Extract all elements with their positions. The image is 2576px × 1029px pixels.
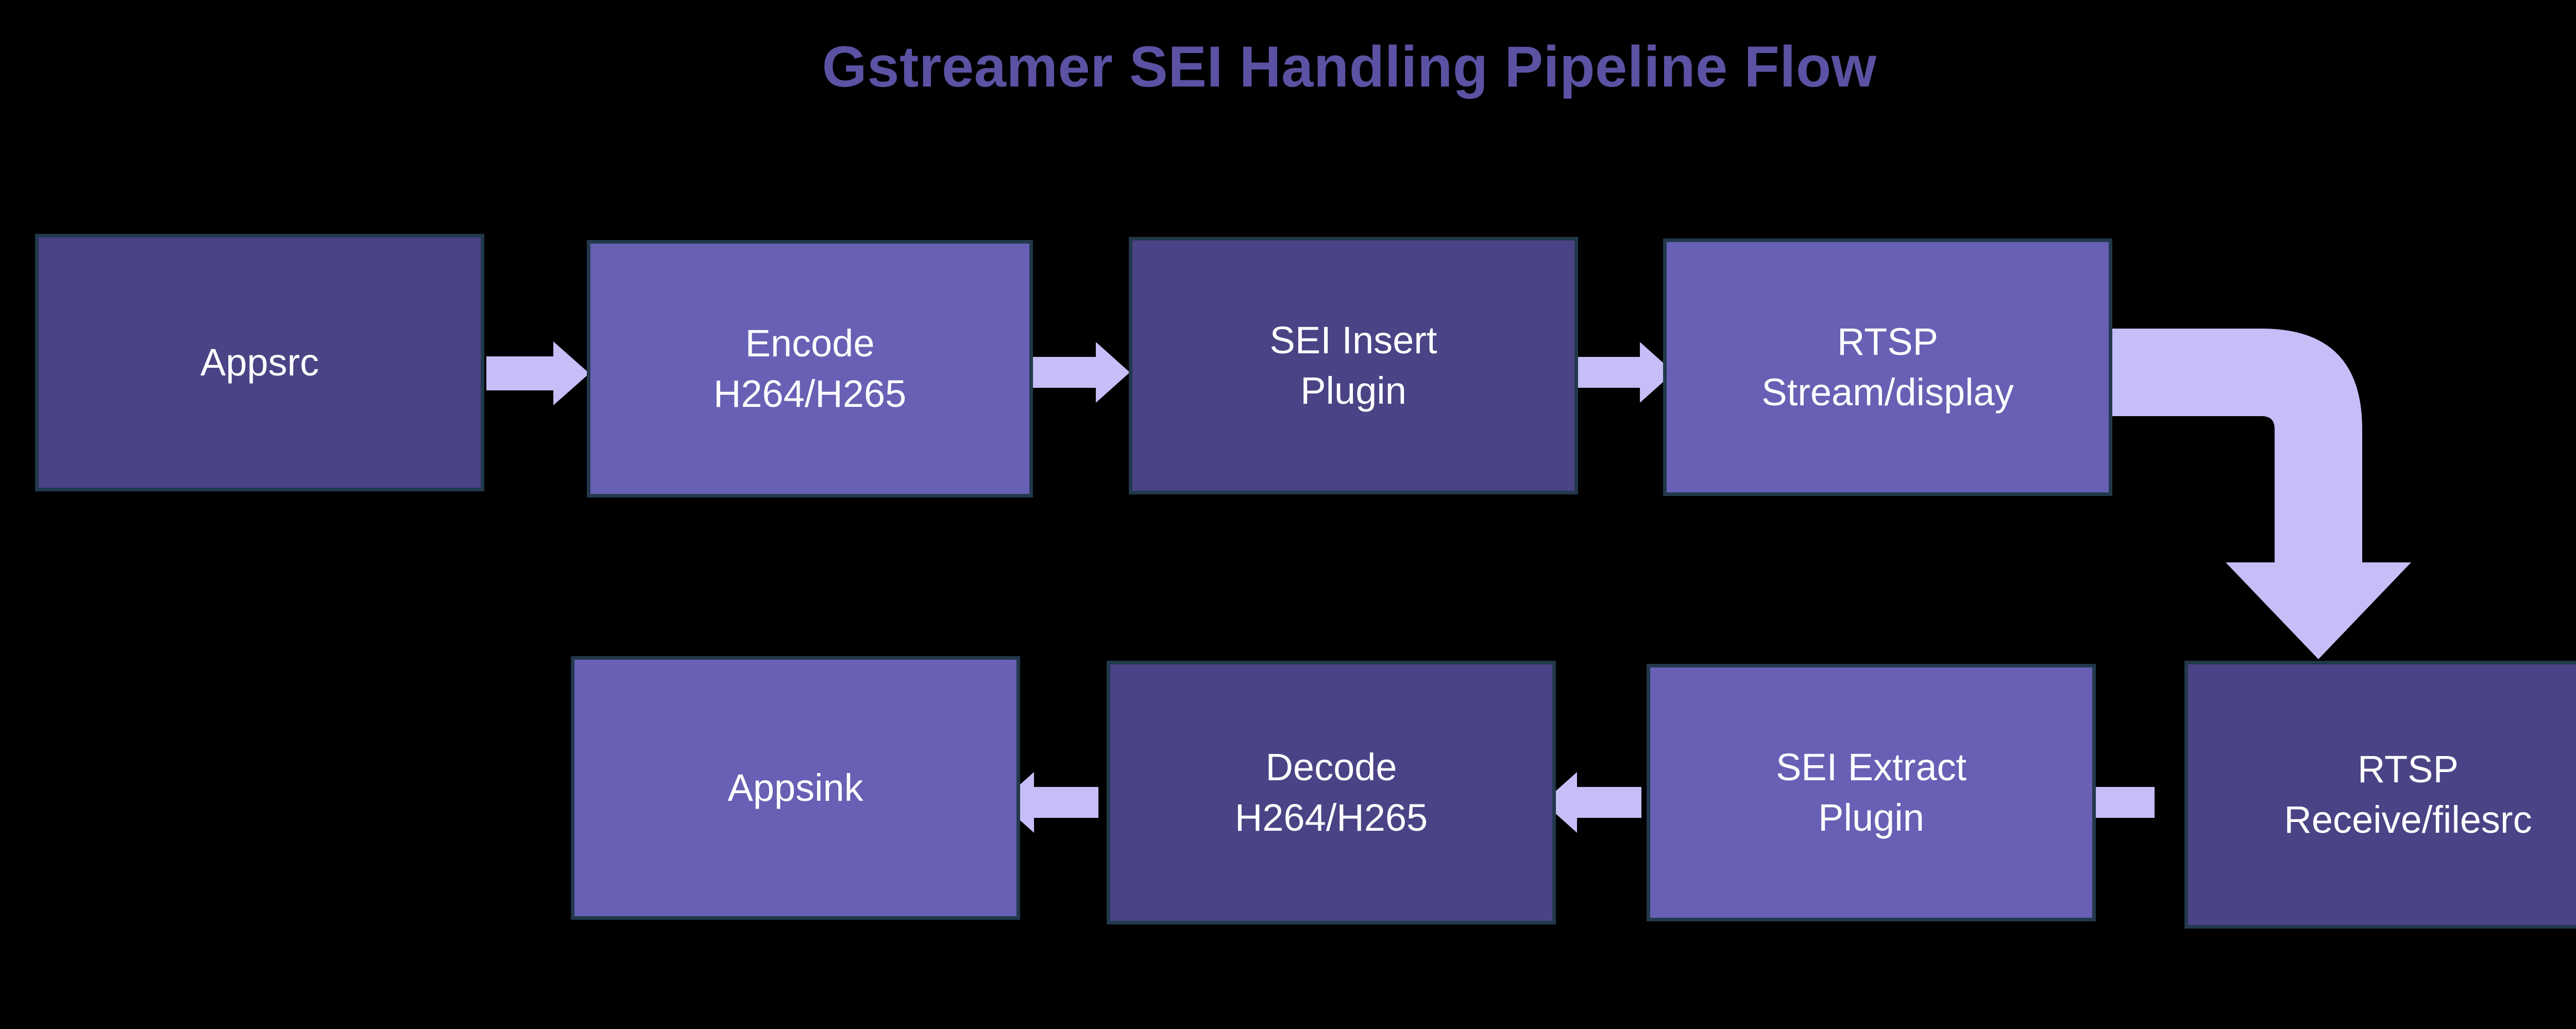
node-sei-extract-line-1: SEI Extract — [1775, 746, 1967, 789]
page-title: Gstreamer SEI Handling Pipeline Flow — [822, 35, 1877, 99]
arrow-sei-extract-to-decode — [1543, 772, 1641, 833]
arrow-rtsp-stream-to-rtsp-receive — [2111, 329, 2411, 659]
node-appsrc[interactable]: Appsrc — [35, 234, 484, 491]
node-decode-line-1: Decode — [1265, 746, 1397, 789]
node-encode-line-2: H264/H265 — [713, 372, 907, 415]
node-appsink-line-1: Appsink — [727, 766, 863, 810]
node-decode[interactable]: Decode H264/H265 — [1107, 661, 1556, 924]
node-sei-extract-line-2: Plugin — [1818, 796, 1924, 839]
node-decode-line-2: H264/H265 — [1234, 796, 1428, 839]
node-rtsp-receive-line-2: Receive/filesrc — [2284, 798, 2532, 841]
arrow-encode-to-sei-insert — [1031, 342, 1130, 403]
arrow-sei-insert-to-rtsp-stream — [1575, 342, 1674, 403]
node-sei-extract[interactable]: SEI Extract Plugin — [1647, 664, 2096, 921]
arrow-appsrc-to-encode — [486, 341, 589, 405]
node-rtsp-receive-line-1: RTSP — [2357, 748, 2459, 791]
node-sei-insert[interactable]: SEI Insert Plugin — [1129, 237, 1578, 494]
node-appsink[interactable]: Appsink — [571, 656, 1020, 920]
node-appsrc-line-1: Appsrc — [200, 341, 319, 384]
node-encode[interactable]: Encode H264/H265 — [587, 240, 1033, 498]
node-sei-insert-line-2: Plugin — [1300, 369, 1406, 412]
node-rtsp-stream[interactable]: RTSP Stream/display — [1663, 238, 2112, 496]
node-sei-insert-line-1: SEI Insert — [1269, 319, 1437, 362]
node-encode-line-1: Encode — [745, 322, 875, 365]
node-rtsp-stream-line-2: Stream/display — [1761, 371, 2014, 414]
node-rtsp-stream-line-1: RTSP — [1837, 320, 1939, 364]
node-rtsp-receive[interactable]: RTSP Receive/filesrc — [2184, 661, 2576, 929]
